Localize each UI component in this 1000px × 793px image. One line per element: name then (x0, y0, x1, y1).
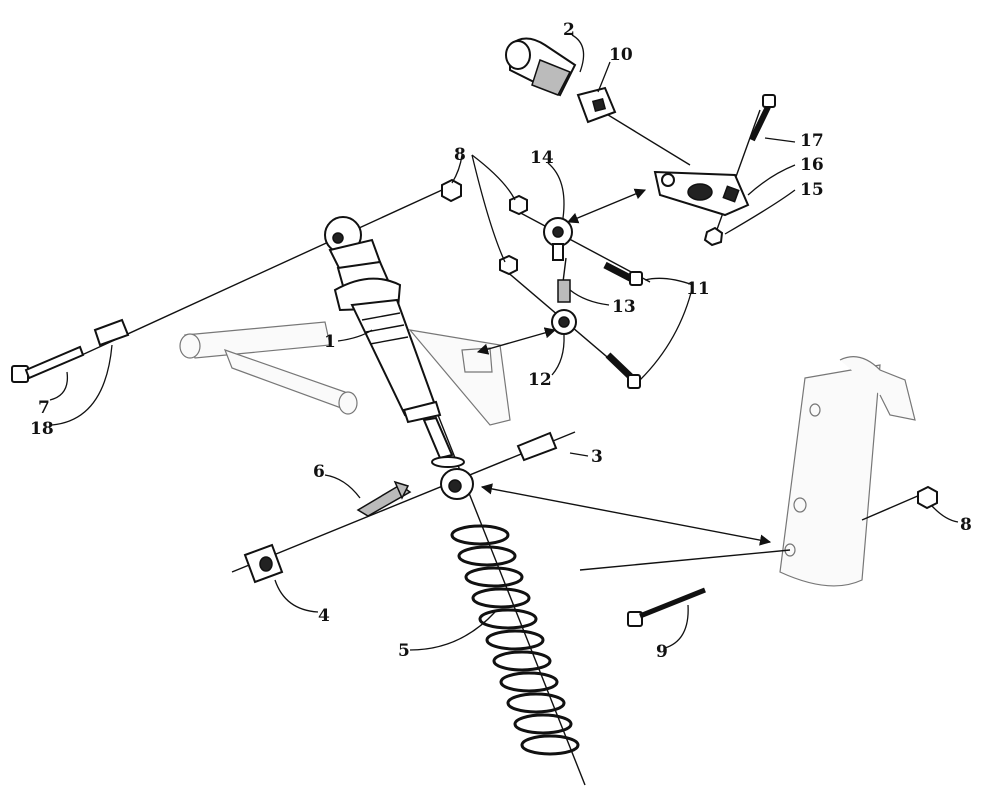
link-bolts (603, 261, 643, 389)
shock-spacer (93, 318, 130, 347)
callout-5: 5 (398, 641, 410, 661)
callout-17: 17 (800, 131, 824, 151)
callout-9: 9 (656, 642, 668, 662)
callout-11: 11 (686, 279, 710, 299)
callout-16: 16 (800, 155, 824, 175)
cam-bolt (749, 94, 776, 142)
callout-6: 6 (313, 462, 325, 482)
adjuster-knob (505, 37, 577, 97)
lower-rod-end (551, 309, 577, 335)
callout-leaders (49, 34, 959, 651)
callout-13: 13 (612, 297, 636, 317)
coil-spring (450, 524, 580, 756)
rear-arm-frame (179, 321, 511, 426)
callout-4: 4 (318, 606, 330, 626)
square-bushing (576, 86, 617, 124)
spring-clip (356, 480, 412, 517)
mount-bolt (627, 587, 706, 627)
callout-1: 1 (324, 332, 336, 352)
adjuster-cam (653, 170, 750, 217)
spring-spacer (516, 431, 558, 462)
callout-14: 14 (530, 148, 554, 168)
mount-spacer (243, 543, 284, 584)
callout-labels: 1 2 3 4 5 6 7 8 8 9 10 11 12 13 14 15 16… (30, 20, 972, 662)
mounting-bracket (779, 356, 916, 587)
callout-2: 2 (563, 20, 575, 40)
callout-8-top: 8 (454, 145, 466, 165)
callout-15: 15 (800, 180, 824, 200)
callout-12: 12 (528, 370, 552, 390)
callout-7: 7 (38, 398, 50, 418)
assembly-arrows (476, 188, 772, 546)
shock-mount-bolt (11, 345, 85, 383)
shock-absorber (324, 216, 474, 500)
lock-nuts (441, 178, 938, 510)
callout-10: 10 (609, 45, 633, 65)
callout-8-right: 8 (960, 515, 972, 535)
callout-18: 18 (30, 419, 54, 439)
upper-rod-end (543, 217, 573, 261)
cam-nut (703, 226, 724, 247)
axis-lines (59, 109, 921, 786)
link-stud (557, 279, 571, 303)
callout-3: 3 (591, 447, 603, 467)
